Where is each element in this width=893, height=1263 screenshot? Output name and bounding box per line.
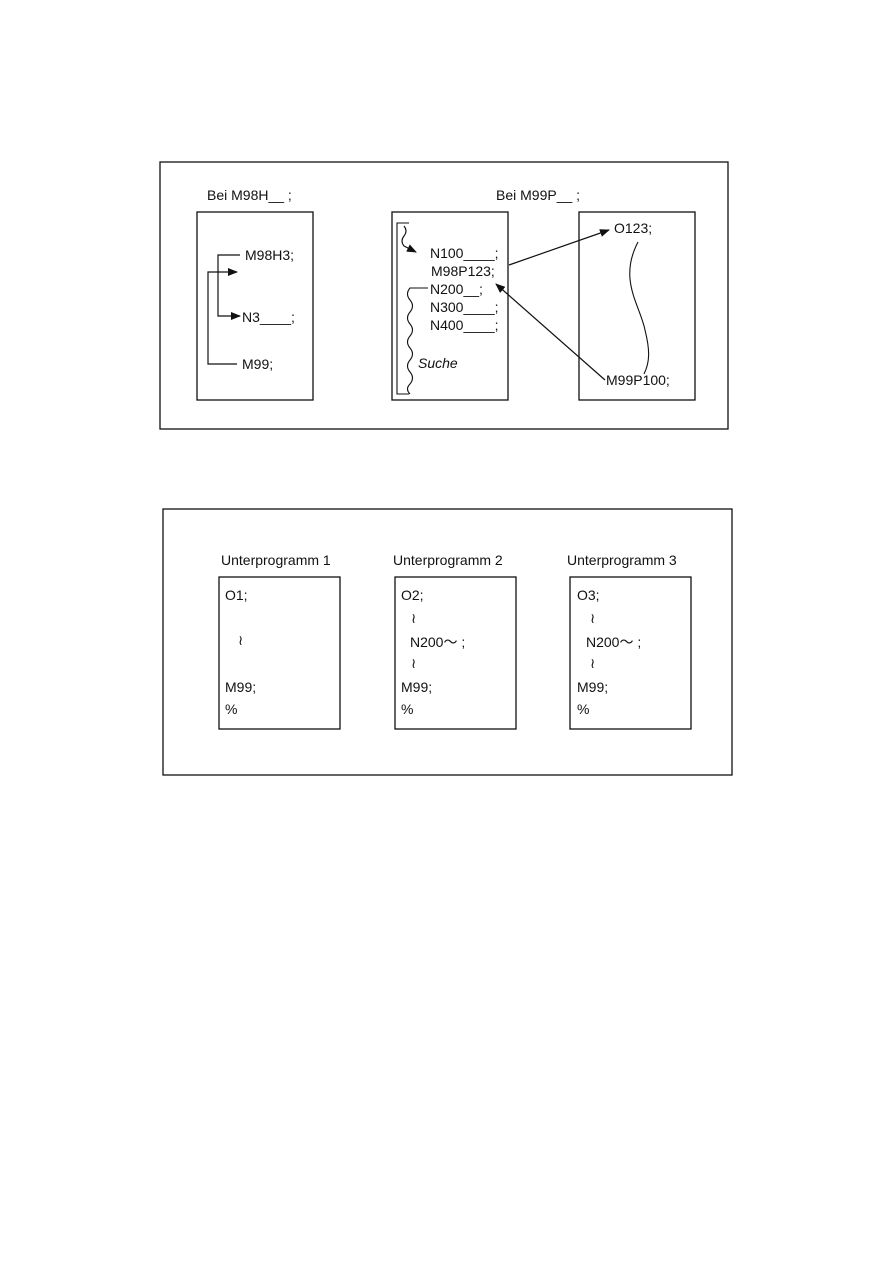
subprogram-3-line: %	[577, 701, 589, 717]
subprogram-2-title: Unterprogramm 2	[393, 552, 503, 568]
subprogram-1-line: M99;	[225, 679, 256, 695]
subprogram-2-line: O2;	[401, 587, 424, 603]
figure1-frame	[159, 161, 729, 430]
subprogram-2-line: ≀	[411, 610, 416, 626]
figure1-left-heading: Bei M98H__ ;	[207, 187, 292, 203]
return-from-m99-arrow	[207, 268, 238, 365]
subprogram-1-line: %	[225, 701, 237, 717]
subprogram-3-line: ≀	[590, 655, 595, 671]
subprogram-1-line: O1;	[225, 587, 248, 603]
figure2-frame	[162, 508, 733, 776]
subprogram-box	[578, 211, 696, 401]
wavy-line-lower	[406, 287, 428, 395]
subprogram-2-line: N200～ ;	[410, 634, 465, 650]
subprogram-2-box	[394, 576, 517, 730]
m98h-program-box	[196, 211, 314, 401]
subprogram-3-line: M99;	[577, 679, 608, 695]
n3-line: N3____;	[242, 309, 295, 325]
subprogram-1-title: Unterprogramm 1	[221, 552, 331, 568]
m98p123-line: M98P123;	[431, 263, 495, 279]
main-program-box	[391, 211, 509, 401]
return-to-n100-arrow	[495, 283, 606, 381]
search-bracket	[396, 222, 409, 395]
jump-to-n3-arrow	[217, 254, 241, 320]
o123-line: O123;	[614, 220, 652, 236]
wavy-line-upper	[401, 225, 417, 253]
n200-line: N200__;	[430, 281, 483, 297]
figure1-right-heading: Bei M99P__ ;	[496, 187, 580, 203]
m99-line: M99;	[242, 356, 273, 372]
subprogram-1-box	[218, 576, 341, 730]
n400-line: N400____;	[430, 317, 499, 333]
subprogram-3-line: N200～ ;	[586, 634, 641, 650]
n300-line: N300____;	[430, 299, 499, 315]
subprogram-3-box	[569, 576, 692, 730]
subprogram-2-line: ≀	[411, 655, 416, 671]
subprogram-2-line: %	[401, 701, 413, 717]
n100-line: N100____;	[430, 245, 499, 261]
m99p100-line: M99P100;	[606, 372, 670, 388]
subprogram-2-line: M99;	[401, 679, 432, 695]
m98h3-line: M98H3;	[245, 247, 294, 263]
subprogram-3-line: O3;	[577, 587, 600, 603]
subprogram-1-line: ≀	[238, 632, 243, 648]
subprogram-body-curve	[629, 241, 650, 375]
subprogram-3-line: ≀	[590, 610, 595, 626]
search-label: Suche	[418, 355, 458, 371]
call-subprogram-arrow	[508, 229, 610, 266]
subprogram-3-title: Unterprogramm 3	[567, 552, 677, 568]
